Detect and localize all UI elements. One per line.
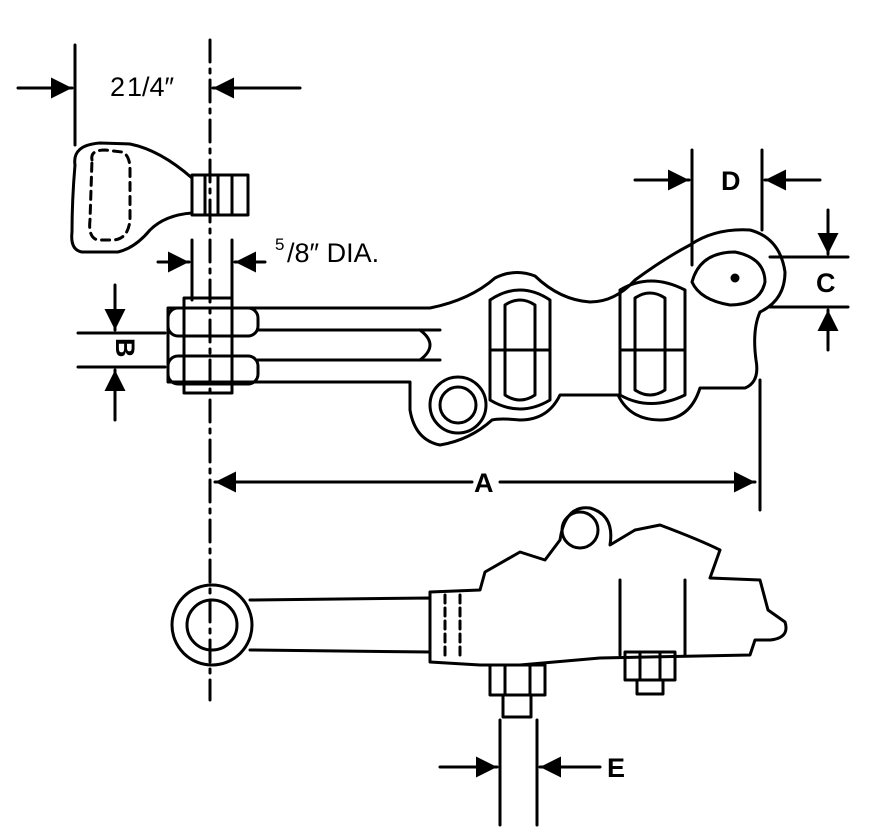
- dim-5-8-dia: /8″ DIA.: [287, 238, 379, 268]
- dim-2-1-4-fraction: 1/4″: [127, 72, 175, 102]
- dim-2-1-4-whole: 2: [110, 72, 125, 102]
- clamp-top-view: [166, 228, 787, 447]
- dim-label-c: C: [816, 268, 836, 298]
- dim-5-8-numerator: 5: [275, 235, 284, 254]
- dim-label-d: D: [721, 166, 741, 196]
- dim-label-b: B: [110, 338, 140, 358]
- pin-side-view: [70, 141, 250, 254]
- clamp-side-view: [170, 506, 788, 719]
- dim-label-a: A: [474, 468, 494, 498]
- dim-label-e: E: [607, 753, 625, 783]
